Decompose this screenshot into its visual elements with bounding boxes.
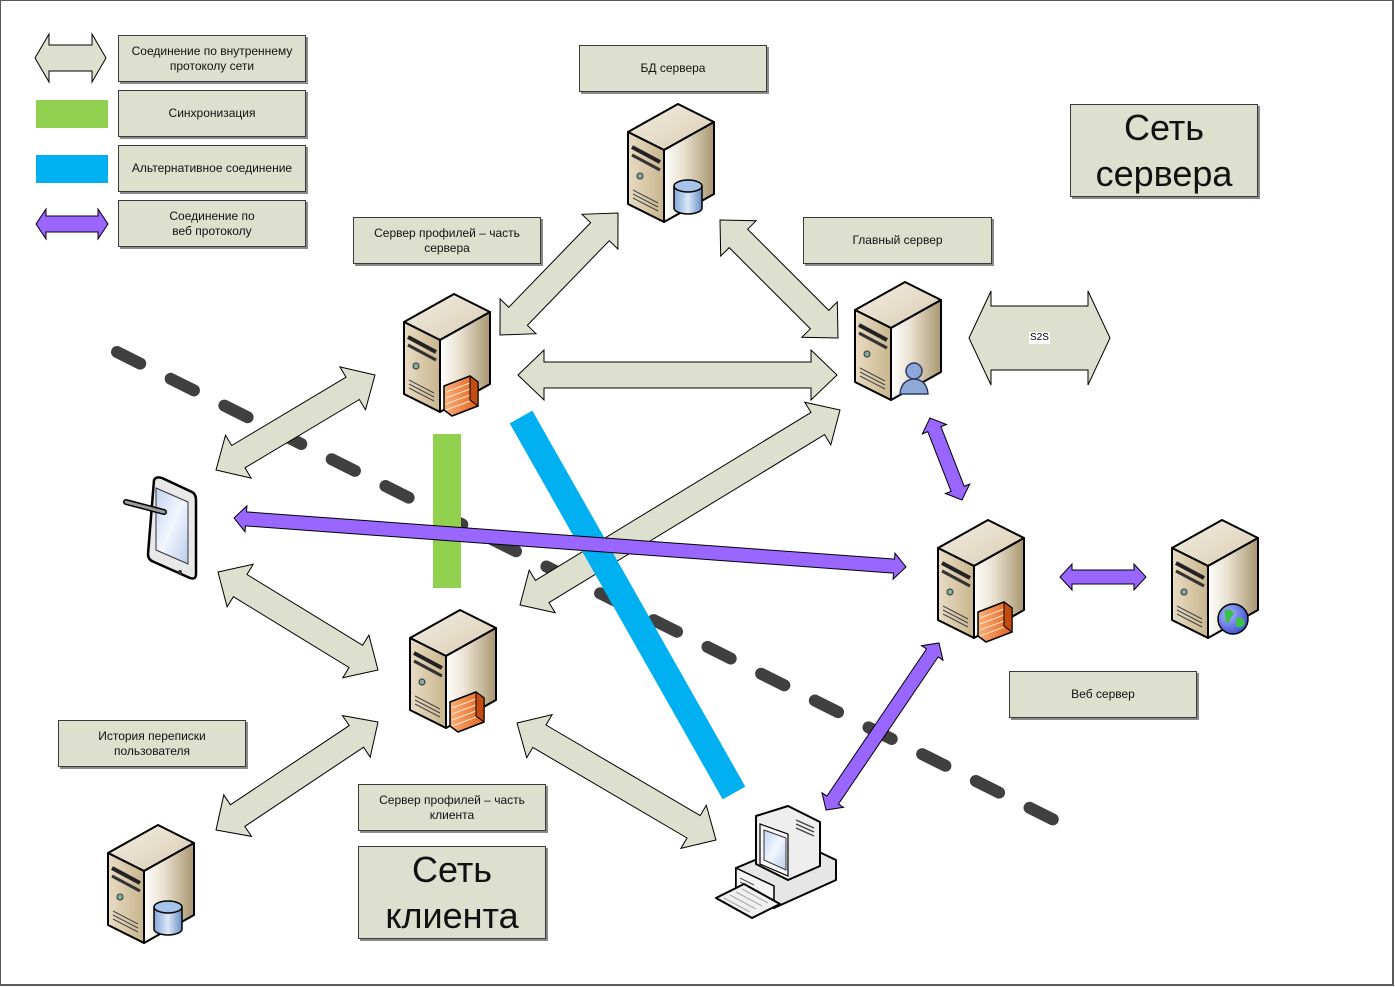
green-bar-icon xyxy=(36,100,108,128)
zone-label-server-network: Сеть сервера xyxy=(1070,104,1258,197)
legend-label-internal-protocol: Соединение по внутреннему протоколу сети xyxy=(118,35,306,82)
label-db-server: БД сервера xyxy=(579,45,767,92)
internal-protocol-arrows xyxy=(215,212,1111,850)
internal-protocol-arrow xyxy=(215,366,376,479)
zone-label-client-network: Сеть клиента xyxy=(358,846,546,939)
blue-bar-icon xyxy=(36,155,108,183)
internal-protocol-arrow xyxy=(499,212,619,336)
database-server-icon[interactable] xyxy=(106,823,196,945)
user-server-icon[interactable] xyxy=(853,280,943,402)
double-arrow-beige-icon xyxy=(34,32,107,84)
double-arrow-beige-icon xyxy=(34,32,107,84)
tablet-icon[interactable] xyxy=(123,476,198,580)
double-arrow-purple-icon xyxy=(35,207,109,241)
firewall-server-icon[interactable] xyxy=(408,608,498,733)
label-profile-server-client-part: Сервер профилей – часть клиента xyxy=(358,784,546,831)
label-chat-history: История переписки пользователя xyxy=(58,720,246,767)
alternative-connection-bar xyxy=(509,410,746,800)
legend-label-web-protocol: Соединение по веб протоколу xyxy=(118,200,306,247)
legend-icons xyxy=(34,32,109,241)
desktop-computer-icon[interactable] xyxy=(715,805,837,919)
label-profile-server-server-part: Сервер профилей – часть сервера xyxy=(353,217,541,264)
database-server-icon[interactable] xyxy=(626,102,716,224)
web-protocol-arrow xyxy=(921,417,971,501)
sync-connection-bar xyxy=(433,434,461,588)
internal-protocol-arrow xyxy=(719,219,839,339)
web-protocol-arrow xyxy=(1059,562,1147,592)
label-main-server: Главный сервер xyxy=(803,217,992,264)
legend-label-sync: Синхронизация xyxy=(118,90,306,137)
legend-label-alternative: Альтернативное соединение xyxy=(118,145,306,192)
web-protocol-arrow xyxy=(821,642,944,811)
s2s-label: S2S xyxy=(1029,332,1050,344)
firewall-server-icon[interactable] xyxy=(936,518,1026,643)
web-protocol-arrow xyxy=(233,504,907,581)
internal-protocol-arrow xyxy=(517,348,838,402)
web-protocol-arrows xyxy=(233,417,1147,811)
globe-server-icon[interactable] xyxy=(1170,518,1260,640)
internal-protocol-arrow xyxy=(516,713,717,850)
firewall-server-icon[interactable] xyxy=(402,292,492,417)
internal-protocol-arrow xyxy=(217,563,379,679)
label-web-server: Веб сервер xyxy=(1009,671,1197,718)
double-arrow-purple-icon xyxy=(35,207,109,241)
internal-protocol-arrow xyxy=(215,714,379,838)
